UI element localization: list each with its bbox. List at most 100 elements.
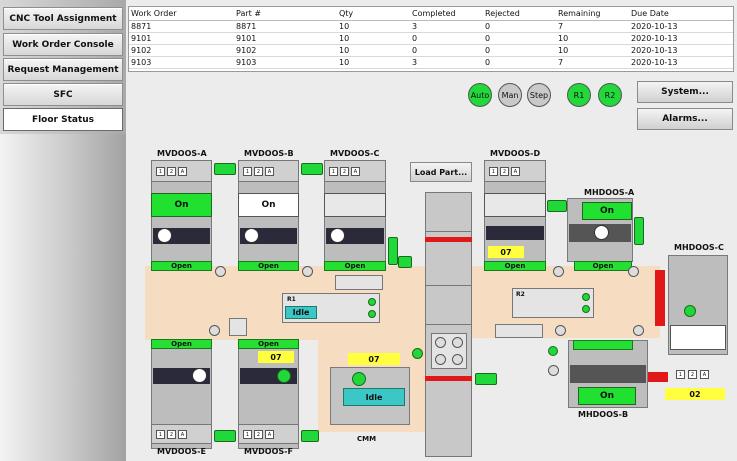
robot-r1-button[interactable]: R1 — [567, 83, 591, 107]
robot-r2-panel[interactable] — [512, 288, 594, 318]
column-header[interactable]: Completed — [410, 7, 483, 21]
machine-status — [484, 193, 546, 217]
table-cell: 0 — [410, 32, 483, 45]
column-header[interactable]: Work Order — [129, 7, 234, 21]
door-status: Open — [238, 339, 299, 349]
table-cell: 8871 — [234, 20, 337, 33]
pallet-icon — [452, 337, 463, 348]
mini-indicator: 2 — [254, 167, 263, 176]
machine-label: MHDOOS-A — [584, 188, 635, 197]
conveyor-stop-indicator — [425, 376, 472, 381]
machine-status — [670, 325, 726, 350]
machine-link-indicator — [398, 256, 412, 268]
column-header[interactable]: Part # — [234, 7, 337, 21]
machine-label: MVDOOS-B — [244, 149, 294, 158]
gear-icon — [633, 325, 644, 336]
door-status: Open — [151, 339, 212, 349]
table-row[interactable]: 9101 9101 10 0 0 10 2020-10-13 — [129, 32, 733, 45]
mini-indicator: 1 — [243, 430, 252, 439]
sidebar-item-work-order-console[interactable]: Work Order Console — [3, 33, 123, 56]
table-cell: 10 — [556, 44, 629, 57]
auto-mode-button[interactable]: Auto — [468, 83, 492, 107]
workpiece-icon — [244, 228, 259, 243]
status-light-icon — [582, 293, 590, 301]
table-row[interactable]: 8871 8871 10 3 0 7 2020-10-13 — [129, 20, 733, 33]
alarms-button[interactable]: Alarms... — [637, 108, 733, 130]
sidebar-background — [0, 134, 126, 461]
column-header[interactable]: Due Date — [629, 7, 733, 21]
mini-indicator: 2 — [340, 167, 349, 176]
mini-indicator: 1 — [156, 167, 165, 176]
table-row[interactable]: 9103 9103 10 3 0 7 2020-10-13 — [129, 56, 733, 69]
mini-indicator: 2 — [500, 167, 509, 176]
table-cell: 10 — [556, 32, 629, 45]
workpiece-icon — [192, 368, 207, 383]
table-cell: 0 — [483, 32, 556, 45]
table-cell: 10 — [337, 44, 410, 57]
table-cell: 9103 — [129, 56, 234, 69]
table-cell: 0 — [483, 20, 556, 33]
table-cell: 10 — [337, 32, 410, 45]
robot-r2-button[interactable]: R2 — [598, 83, 622, 107]
machine-label: MVDOOS-D — [490, 149, 541, 158]
mini-indicator: 1 — [489, 167, 498, 176]
table-cell: 7 — [556, 56, 629, 69]
column-header[interactable]: Qty — [337, 7, 410, 21]
conveyor-transfer-indicator — [475, 373, 497, 385]
part-number-tag: 07 — [488, 246, 524, 258]
system-button[interactable]: System... — [637, 81, 733, 103]
cmm-status: Idle — [343, 388, 405, 406]
table-header-row: Work Order Part # Qty Completed Rejected… — [129, 7, 733, 21]
mini-indicator: A — [265, 430, 274, 439]
mini-indicator: A — [178, 430, 187, 439]
table-cell: 3 — [410, 20, 483, 33]
robot-status: Idle — [285, 306, 317, 319]
table-row[interactable]: 9102 9102 10 0 0 10 2020-10-13 — [129, 44, 733, 57]
mini-indicator: 1 — [329, 167, 338, 176]
status-light-icon — [548, 346, 558, 356]
workpiece-icon — [157, 228, 172, 243]
machine-link-indicator — [301, 430, 319, 442]
probe-icon — [352, 372, 366, 386]
status-light-icon — [582, 305, 590, 313]
door-status: Open — [151, 261, 212, 271]
machine-label: MVDOOS-A — [157, 149, 207, 158]
mini-indicator: A — [265, 167, 274, 176]
door-status — [573, 340, 633, 350]
status-light-icon — [412, 348, 423, 359]
machine-label: MVDOOS-E — [157, 447, 206, 456]
machine-link-indicator — [214, 163, 236, 175]
door-status: Open — [238, 261, 299, 271]
machine-link-indicator — [301, 163, 323, 175]
status-light-icon — [368, 310, 376, 318]
sidebar-item-cnc-tool-assignment[interactable]: CNC Tool Assignment — [3, 7, 123, 30]
column-header[interactable]: Rejected — [483, 7, 556, 21]
table-cell: 0 — [483, 56, 556, 69]
table-cell: 0 — [410, 44, 483, 57]
part-number-tag: 02 — [665, 388, 725, 400]
step-mode-button[interactable]: Step — [527, 83, 551, 107]
mini-indicator: A — [178, 167, 187, 176]
pallet-icon — [452, 354, 463, 365]
manual-mode-button[interactable]: Man — [498, 83, 522, 107]
workpiece-icon — [330, 228, 345, 243]
conveyor-stop-indicator — [425, 237, 472, 242]
column-header[interactable]: Remaining — [556, 7, 629, 21]
table-cell: 9101 — [234, 32, 337, 45]
load-part-button[interactable]: Load Part... — [410, 162, 472, 182]
table-cell: 0 — [483, 44, 556, 57]
gear-icon — [209, 325, 220, 336]
sidebar-item-sfc[interactable]: SFC — [3, 83, 123, 106]
table-cell: 10 — [337, 20, 410, 33]
table-cell: 2020-10-13 — [629, 32, 733, 45]
mini-indicator: 2 — [167, 167, 176, 176]
fixture-icon — [229, 318, 247, 336]
sidebar-item-floor-status[interactable]: Floor Status — [3, 108, 123, 131]
machine-label: MVDOOS-C — [330, 149, 380, 158]
pallet-icon — [435, 354, 446, 365]
machine-status — [324, 193, 386, 217]
sidebar-item-request-management[interactable]: Request Management — [3, 58, 123, 81]
door-status: Open — [484, 261, 546, 271]
robot-label: R2 — [516, 291, 525, 298]
mini-indicator: A — [511, 167, 520, 176]
